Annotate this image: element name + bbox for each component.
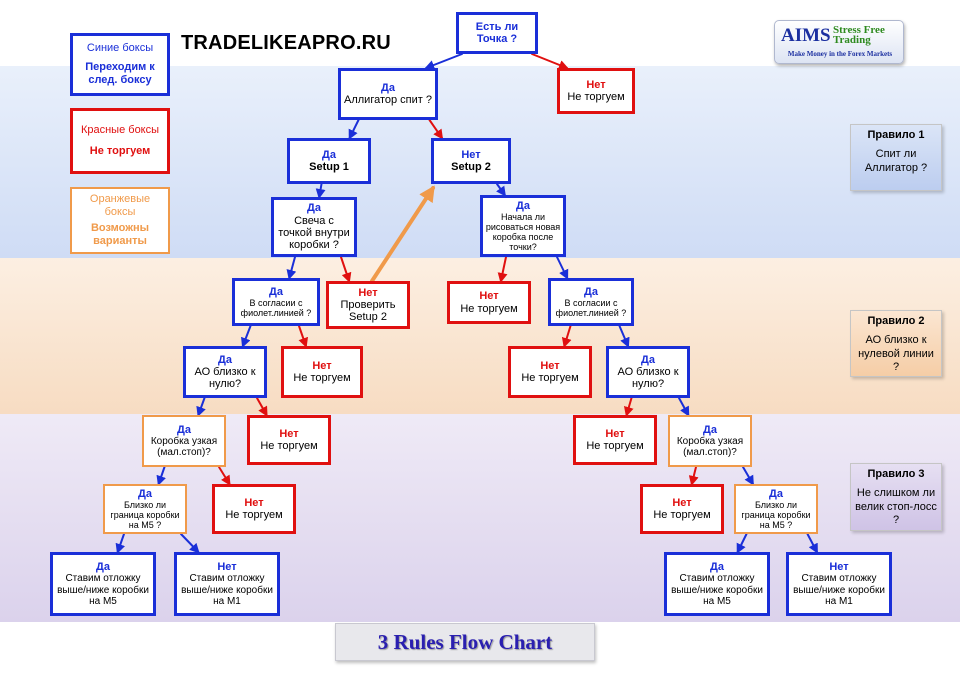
connector-alligator-to-setup1	[348, 119, 360, 140]
connector-check2-to-setup2	[370, 185, 435, 283]
legend-orange-text: Возможны варианты	[90, 221, 150, 247]
legend-red-title: Красные боксы	[80, 123, 160, 136]
connector-m5check_l-to-m5_l	[115, 533, 126, 554]
rule2-title: Правило 2	[867, 315, 925, 327]
connector-m5check_r-to-m5_r	[736, 533, 748, 554]
connector-candle-to-purple_l	[286, 256, 297, 280]
logo-tagline: Make Money in the Forex Markets	[787, 50, 893, 58]
rule1-panel: Правило 1 Спит ли Аллигатор ?	[850, 124, 942, 191]
legend-orange-box: Оранжевые боксы Возможны варианты	[70, 187, 170, 254]
footer-title: 3 Rules Flow Chart	[335, 623, 595, 661]
connector-purple_r-to-purple_r_no	[561, 325, 572, 348]
connector-candle-to-check2	[340, 256, 352, 283]
connector-ao_l-to-ao_l_no	[256, 397, 268, 417]
node-start: Есть ли Точка ?	[456, 12, 538, 54]
site-title: TRADELIKEAPRO.RU	[181, 32, 391, 54]
connector-purple_l-to-purple_l_no	[298, 325, 309, 348]
rule3-title: Правило 3	[867, 468, 925, 480]
logo-aims-text: AIMS	[781, 25, 831, 46]
connector-alligator-to-setup2	[428, 119, 444, 140]
connector-m5check_r-to-m1_r	[806, 533, 818, 554]
connector-ao_r-to-ao_r_no	[623, 397, 634, 417]
legend-blue-text: Переходим к след. боксу	[85, 60, 155, 87]
legend-orange-title: Оранжевые боксы	[89, 193, 151, 219]
rule3-panel: Правило 3 Не слишком ли велик стоп-лосс …	[850, 463, 942, 531]
connector-purple_r-to-ao_r	[618, 325, 630, 348]
connector-setup2-to-newbox	[496, 183, 506, 197]
rule3-text: Не слишком ли велик стоп-лосс ?	[855, 486, 937, 527]
connector-start-to-alligator	[424, 53, 463, 70]
rule1-title: Правило 1	[867, 129, 925, 141]
rule1-text: Спит ли Аллигатор ?	[864, 147, 928, 174]
connector-purple_l-to-ao_l	[241, 325, 252, 348]
legend-blue-title: Синие боксы	[86, 41, 154, 54]
connector-setup1-to-candle	[315, 183, 326, 199]
connector-m5check_l-to-m1_l	[180, 533, 200, 554]
rule2-text: АО близко к нулевой линии ?	[858, 333, 934, 374]
connector-newbox-to-newbox_no	[497, 256, 508, 283]
rule2-panel: Правило 2 АО близко к нулевой линии ?	[850, 310, 942, 377]
connector-start-to-no_point	[531, 53, 569, 70]
connector-newbox-to-purple_r	[556, 256, 569, 280]
legend-red-text: Не торгуем	[89, 145, 151, 157]
connector-ao_r-to-narrow_r	[678, 397, 690, 417]
legend-red-box: Красные боксы Не торгуем	[70, 108, 170, 174]
connector-narrow_l-to-narrow_l_no	[218, 466, 231, 486]
connector-narrow_l-to-m5check_l	[156, 466, 166, 486]
connector-narrow_r-to-narrow_r_no	[688, 466, 699, 486]
legend-blue-box: Синие боксы Переходим к след. боксу	[70, 33, 170, 96]
connector-narrow_r-to-m5check_r	[742, 466, 754, 486]
connector-ao_l-to-narrow_l	[196, 397, 206, 417]
